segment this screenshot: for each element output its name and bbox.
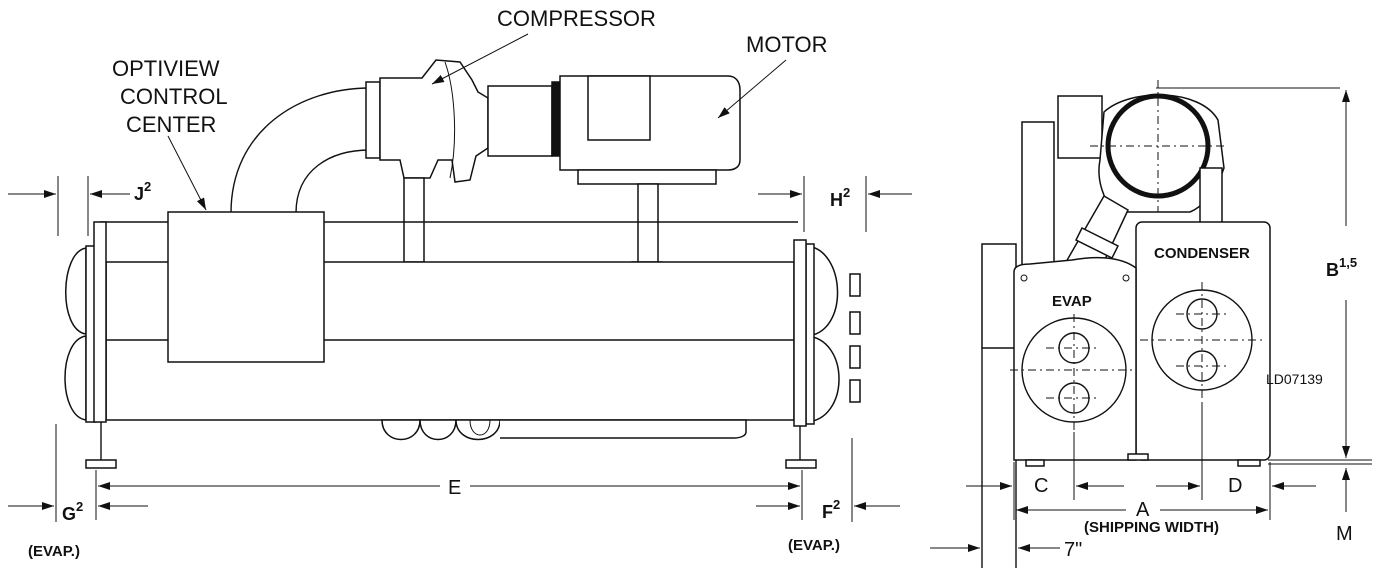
dim-j-sup: 2 <box>144 179 151 194</box>
dim-f-label: F <box>822 502 833 522</box>
panel-front <box>981 243 1017 349</box>
right-foot <box>785 459 817 469</box>
svg-text:F2: F2 <box>822 497 840 522</box>
svg-text:B1,5: B1,5 <box>1326 255 1357 280</box>
compressor <box>365 59 561 183</box>
dim-b-sup: 1,5 <box>1339 255 1357 270</box>
right-tube-sheet <box>793 239 807 427</box>
optiview-label-line3: CENTER <box>126 112 216 137</box>
left-foot <box>85 459 117 469</box>
suction-pipe-outer <box>230 87 371 214</box>
optiview-label-line1: OPTIVIEW <box>112 56 220 81</box>
dim-c-label: C <box>1034 475 1048 497</box>
dim-e-label: E <box>448 477 461 499</box>
dim-7-label: 7" <box>1064 539 1082 561</box>
dim-h-sup: 2 <box>843 185 850 200</box>
dim-d-label: D <box>1228 475 1242 497</box>
svg-text:H2: H2 <box>830 185 850 210</box>
evap-label: EVAP <box>1052 293 1092 310</box>
dim-g-label: G <box>62 504 76 524</box>
motor-label: MOTOR <box>746 32 827 57</box>
motor <box>559 75 741 185</box>
left-waterbox-upper <box>65 247 87 335</box>
dim-h-label: H <box>830 190 843 210</box>
side-view: COMPRESSOR MOTOR OPTIVIEW CONTROL CENTER… <box>8 6 912 560</box>
suction-pipe-inner <box>295 149 371 214</box>
dim-g-sup: 2 <box>76 499 83 514</box>
dim-b-label: B <box>1326 260 1339 280</box>
left-waterbox-lower <box>64 335 87 421</box>
dim-g-note: (EVAP.) <box>28 543 80 560</box>
compressor-support <box>403 177 425 263</box>
evap-shell <box>1013 256 1137 461</box>
dim-f-note: (EVAP.) <box>788 537 840 554</box>
svg-text:G2: G2 <box>62 499 83 524</box>
drawing-id: LD07139 <box>1266 371 1323 387</box>
optiview-label-line2: CONTROL <box>120 84 228 109</box>
end-view: CONDENSER EVAP LD07139 B1,5 M <box>930 80 1372 568</box>
dim-a-label: A <box>1136 499 1150 521</box>
svg-text:J2: J2 <box>134 179 151 204</box>
compressor-label: COMPRESSOR <box>497 6 656 31</box>
dim-a-note: (SHIPPING WIDTH) <box>1084 519 1219 536</box>
dim-j-label: J <box>134 184 144 204</box>
dim-m-label: M <box>1336 523 1353 545</box>
left-tube-sheet <box>93 221 107 423</box>
optiview-control-center <box>167 211 325 363</box>
condenser-label: CONDENSER <box>1154 245 1250 262</box>
dim-f-sup: 2 <box>833 497 840 512</box>
motor-support <box>637 183 659 265</box>
